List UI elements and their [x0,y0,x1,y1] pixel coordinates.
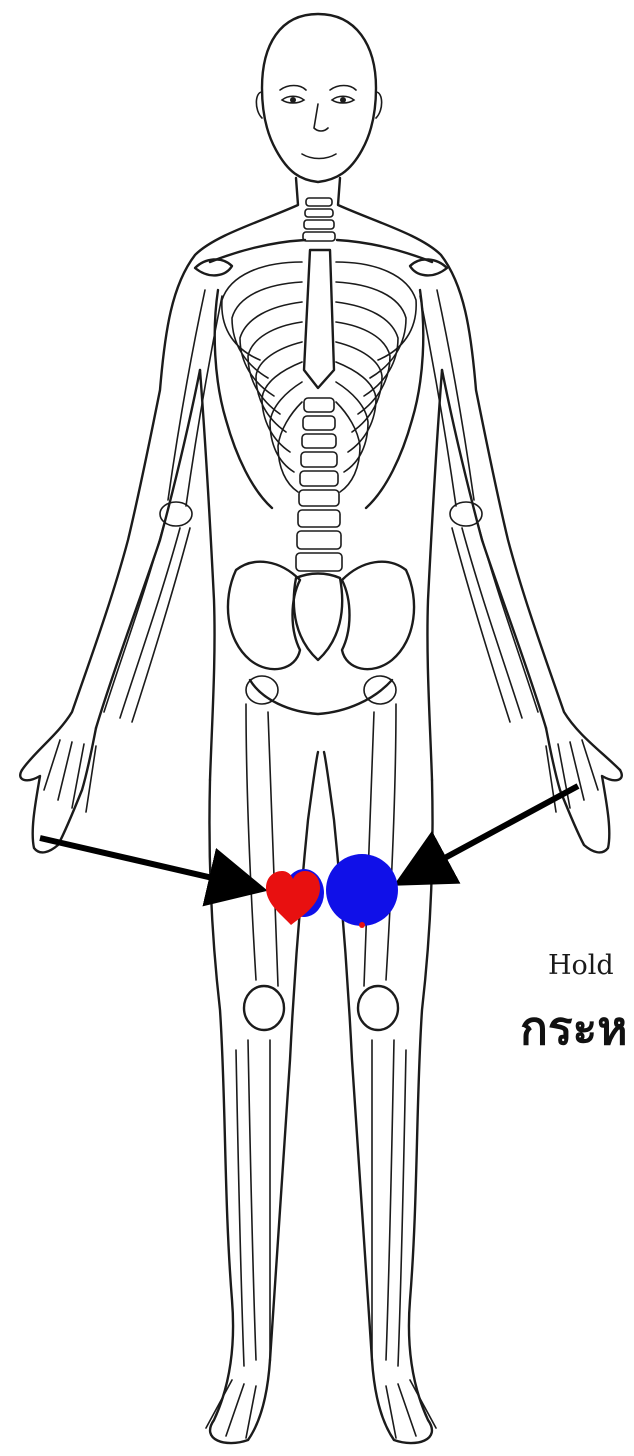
head [256,14,381,182]
left-arrow [40,838,256,888]
ribcage [215,250,424,508]
spine-lumbar [296,398,342,571]
right-arrow [404,786,578,880]
circle-icon [326,854,398,926]
caption-english: Hold [548,950,614,981]
leg-bones [206,704,436,1438]
pelvis [228,562,414,714]
heart-icon [266,871,320,925]
caption-thai: กระห [520,992,628,1065]
markers [266,854,398,928]
spine-cervical [303,198,335,241]
arm-bones [44,290,598,812]
clavicles [195,240,447,275]
